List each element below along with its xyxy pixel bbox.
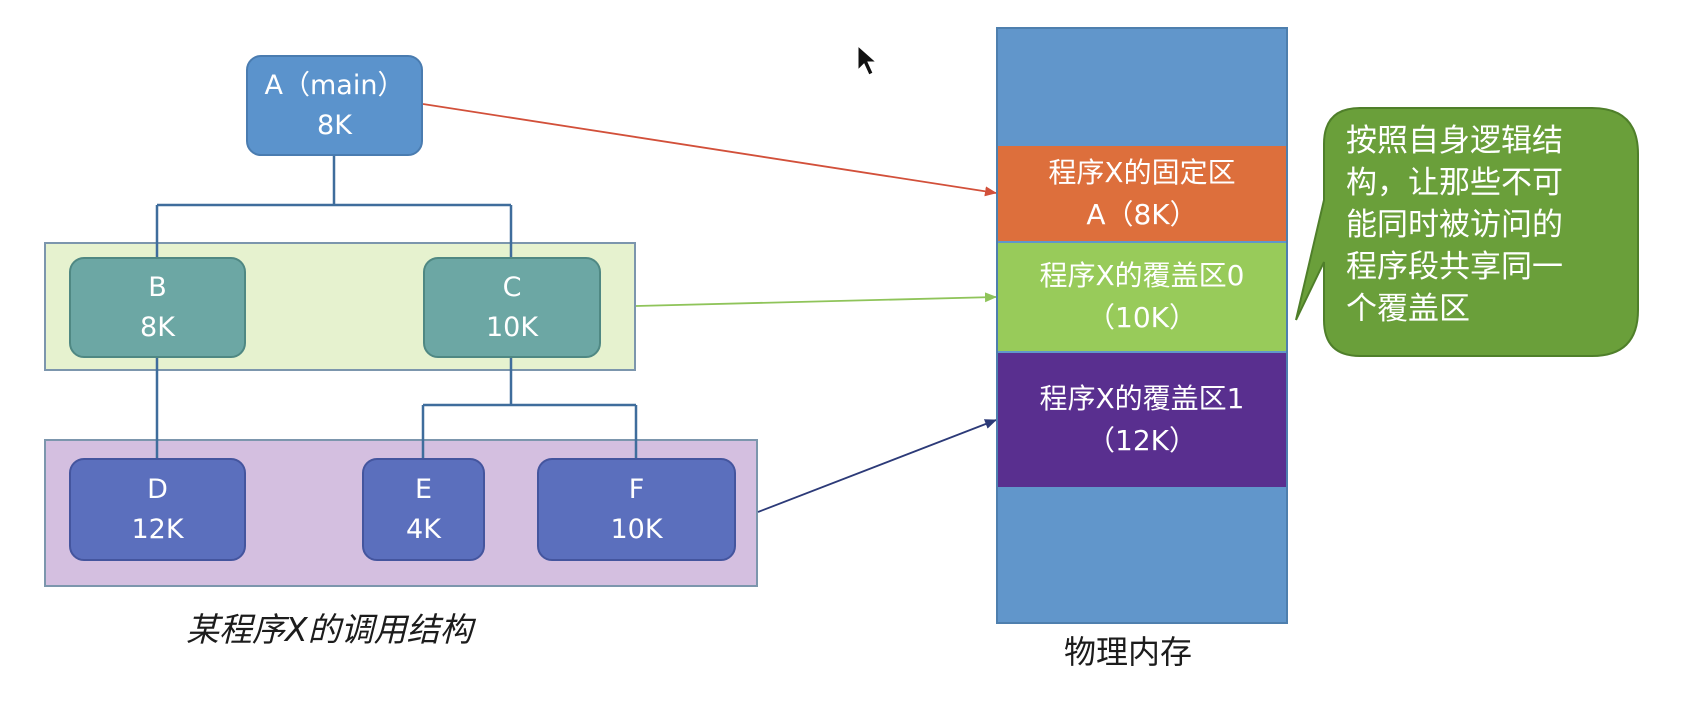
memory-overlay0-area: 程序X的覆盖区0 （10K） <box>998 243 1286 351</box>
callout-text: 按照自身逻辑结 构，让那些不可 能同时被访问的 程序段共享同一 个覆盖区 <box>1346 120 1616 330</box>
node-e-name: E <box>414 474 433 506</box>
overlay0-area-size: （10K） <box>1087 301 1197 334</box>
memory-overlay1-area: 程序X的覆盖区1 （12K） <box>998 353 1286 487</box>
arrow-group0-to-overlay0 <box>635 292 997 307</box>
overlay0-area-label: 程序X的覆盖区0 <box>1039 259 1245 292</box>
node-d-name: D <box>147 474 168 506</box>
node-a-name: A（main） <box>264 70 405 102</box>
callout-line-2: 构，让那些不可 <box>1346 165 1563 201</box>
memory-caption: 物理内存 <box>1064 633 1193 671</box>
node-e-size: 4K <box>406 513 441 545</box>
node-a-size: 8K <box>317 109 352 141</box>
fixed-area-size: A（8K） <box>1086 197 1198 231</box>
node-e: E 4K <box>362 458 485 561</box>
node-b-name: B <box>148 272 167 304</box>
node-f-name: F <box>628 474 645 506</box>
callout-line-1: 按照自身逻辑结 <box>1346 123 1563 159</box>
node-a-main: A（main） 8K <box>246 55 423 156</box>
node-b: B 8K <box>69 257 246 358</box>
callout-line-4: 程序段共享同一 <box>1346 249 1563 285</box>
node-d-size: 12K <box>131 513 184 545</box>
arrow-a-to-fixed <box>422 103 997 197</box>
overlay1-area-size: （12K） <box>1087 424 1197 457</box>
node-d: D 12K <box>69 458 246 561</box>
callout-line-5: 个覆盖区 <box>1346 291 1470 327</box>
node-f-size: 10K <box>610 513 663 545</box>
node-c: C 10K <box>423 257 601 358</box>
arrow-group1-to-overlay1 <box>757 419 997 513</box>
node-c-name: C <box>502 272 522 304</box>
overlay1-area-label: 程序X的覆盖区1 <box>1039 382 1245 415</box>
memory-fixed-area: 程序X的固定区 A（8K） <box>998 146 1286 241</box>
fixed-area-label: 程序X的固定区 <box>1048 155 1236 189</box>
node-c-size: 10K <box>485 311 539 343</box>
callout-line-3: 能同时被访问的 <box>1346 207 1563 243</box>
node-b-size: 8K <box>140 311 175 343</box>
structure-caption: 某程序X的调用结构 <box>186 610 473 649</box>
node-f: F 10K <box>537 458 736 561</box>
